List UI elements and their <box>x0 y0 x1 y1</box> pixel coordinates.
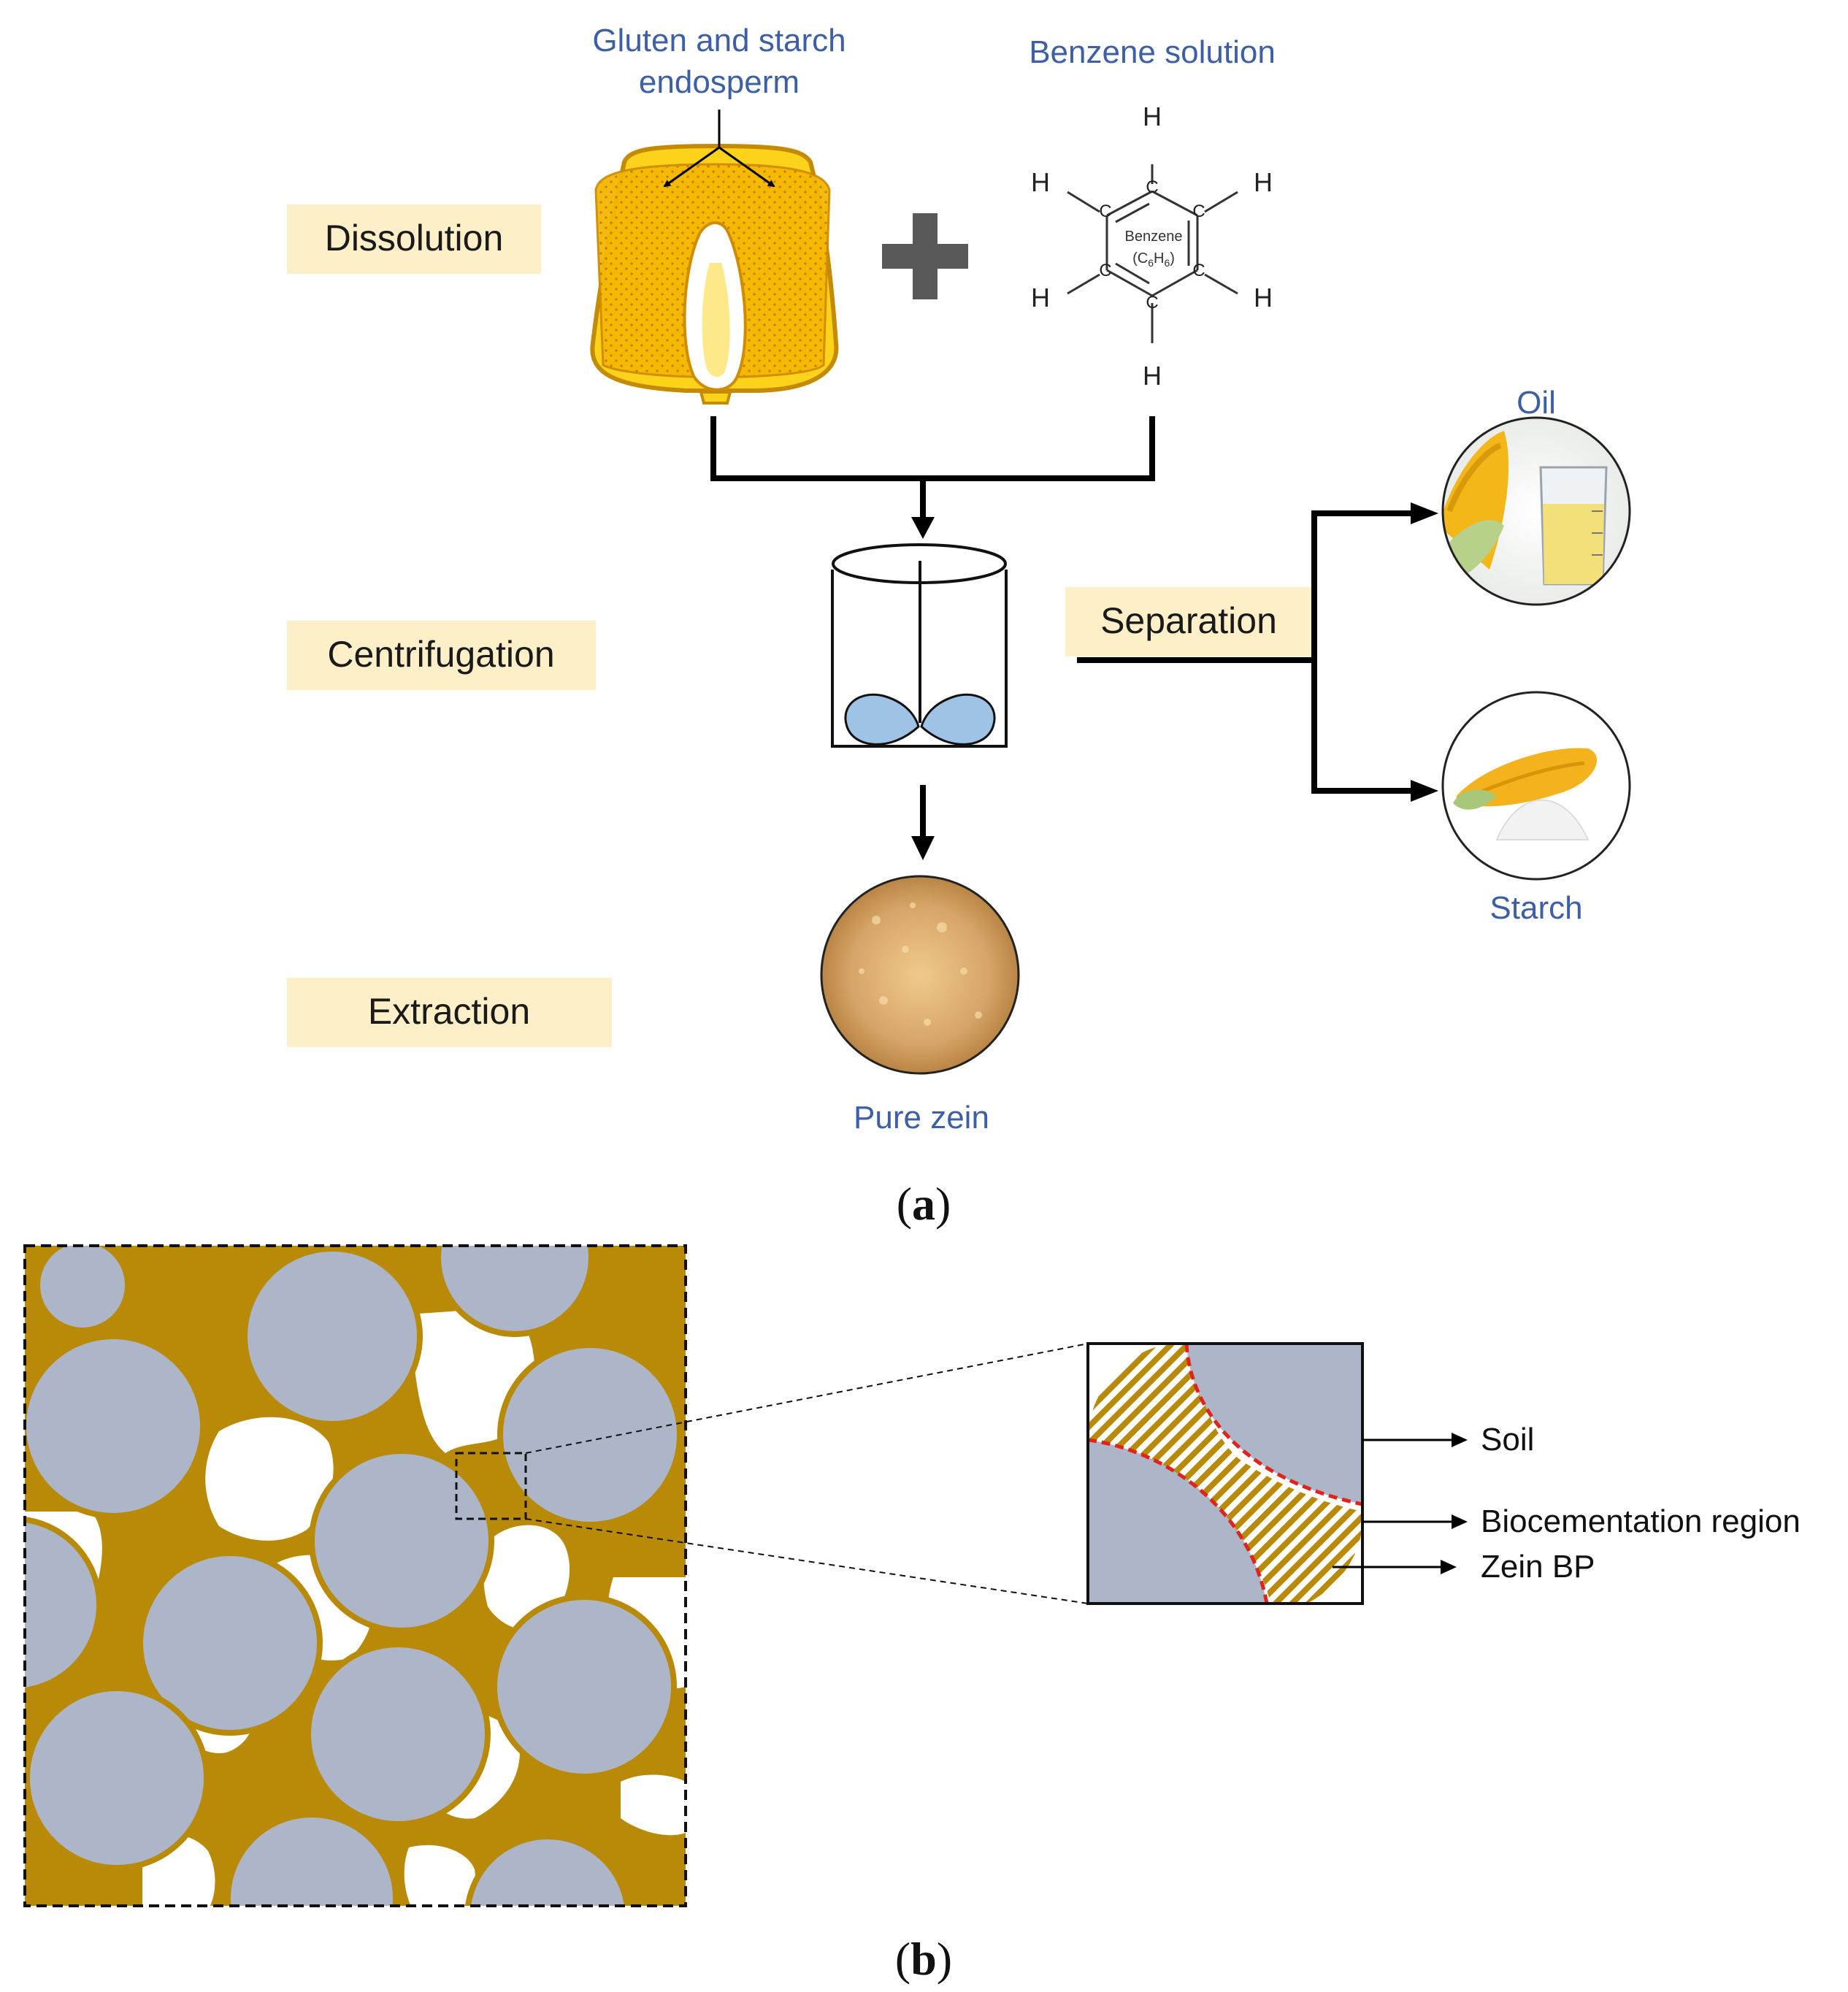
dissolution-label: Dissolution <box>287 204 541 274</box>
corn-kernel-icon <box>590 110 839 405</box>
pure-zein-label: Pure zein <box>854 1100 989 1135</box>
arrow-down-to-centrifuge <box>911 517 935 539</box>
separation-connector <box>1077 510 1413 794</box>
legend-soil: Soil <box>1481 1422 1534 1457</box>
svg-text:Separation: Separation <box>1100 600 1277 641</box>
legend-biocementation: Biocementation region <box>1481 1503 1801 1539</box>
zoom-inset <box>1086 1342 1364 1605</box>
oil-label: Oil <box>1517 385 1556 421</box>
svg-text:Extraction: Extraction <box>368 991 530 1032</box>
svg-text:Dissolution: Dissolution <box>325 218 504 258</box>
zein-bp-arrow-head <box>1441 1560 1457 1574</box>
oil-image <box>1441 416 1631 606</box>
svg-text:H: H <box>1254 167 1273 197</box>
legend-arrows <box>1333 1439 1453 1568</box>
soil-arrow-head <box>1452 1433 1468 1447</box>
gluten-label-line2: endosperm <box>639 64 800 100</box>
benzene-solution-label: Benzene solution <box>1029 34 1276 70</box>
zoom-guide-lines <box>525 1343 1089 1604</box>
plus-icon <box>882 213 968 299</box>
benzene-structure-icon: C C C C C C H H H H H H Benzene (C6H6) <box>1031 101 1273 391</box>
zoom-selection-box <box>455 1452 527 1520</box>
soil-pore-structure <box>25 1246 686 1906</box>
panel-b-frame <box>23 1244 687 1907</box>
starch-image <box>1441 691 1631 881</box>
svg-text:H: H <box>1031 167 1050 197</box>
svg-text:C: C <box>1192 202 1205 221</box>
merge-connector <box>710 416 1155 520</box>
starch-label: Starch <box>1489 890 1582 926</box>
gluten-label-line1: Gluten and starch <box>592 23 846 58</box>
centrifugation-label: Centrifugation <box>287 621 596 690</box>
panel-b-label: (b) <box>895 1933 952 1985</box>
svg-text:C: C <box>1192 261 1205 280</box>
arrow-to-starch <box>1411 780 1438 802</box>
svg-text:Centrifugation: Centrifugation <box>327 634 554 675</box>
svg-text:C: C <box>1146 177 1158 197</box>
svg-text:H: H <box>1143 361 1162 391</box>
panel-a-label: (a) <box>897 1178 951 1230</box>
svg-text:H: H <box>1031 283 1050 313</box>
svg-text:C: C <box>1099 261 1111 280</box>
biocementation-arrow-head <box>1452 1514 1468 1529</box>
arrow-down-to-zein-head <box>911 836 935 860</box>
extraction-label: Extraction <box>287 978 612 1047</box>
separation-label: Separation <box>1065 587 1312 656</box>
svg-text:C: C <box>1146 293 1158 313</box>
centrifuge-beaker-icon <box>831 543 1008 748</box>
svg-text:H: H <box>1254 283 1273 313</box>
benzene-name: Benzene <box>1125 229 1183 245</box>
arrow-to-oil <box>1411 502 1438 524</box>
benzene-formula: (C6H6) <box>1132 250 1175 269</box>
svg-text:H: H <box>1143 101 1162 131</box>
svg-text:C: C <box>1099 202 1111 221</box>
pure-zein-image <box>820 875 1020 1075</box>
legend-zein-bp: Zein BP <box>1481 1549 1595 1585</box>
